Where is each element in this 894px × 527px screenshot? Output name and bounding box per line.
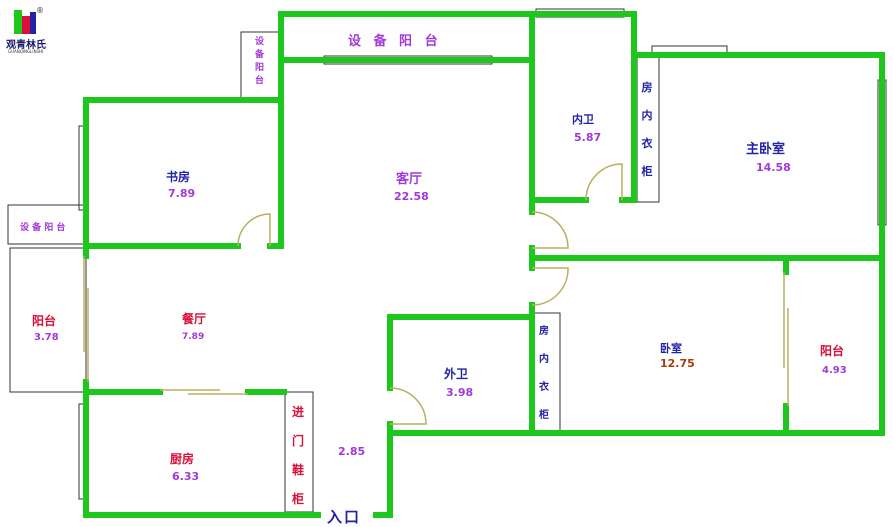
door-master [531,211,569,249]
walls [83,11,885,518]
bedroom-area: 12.75 [660,357,695,370]
dining-area: 7.89 [182,332,205,342]
balcony-left-name: 阳台 [32,314,57,328]
master-name: 主卧室 [746,142,786,157]
shoe-cabinet-name: 进门鞋柜 [291,405,304,506]
equip-balcony-left-name: 设 备 阳 台 [20,223,66,233]
balcony-right-name: 阳台 [820,344,845,358]
door-innerbath [585,163,623,201]
innerbath-name: 内卫 [572,113,594,126]
door-outerbath [389,387,427,425]
bedroom-name: 卧室 [660,342,682,355]
kitchen-name: 厨房 [170,452,195,466]
wardrobe-bed-name: 房内衣柜 [539,326,549,421]
wardrobe-master-name: 房内衣柜 [641,81,653,178]
logo-mark [14,10,36,34]
wall-top-innerbath [529,11,637,58]
master-area: 14.58 [756,161,791,174]
logo-bar-blue [30,12,36,34]
wall-bottom-left [83,389,321,518]
wall-study-top-right [83,97,284,249]
balcony-left-outline [9,247,87,393]
door-study [237,213,271,247]
door-bedroom [531,267,569,306]
kitchen-area: 6.33 [172,470,200,483]
entrance-label: 入口 [327,508,362,526]
logo-bar-red [22,16,30,34]
balcony-right-area: 4.93 [822,365,847,376]
innerbath-area: 5.87 [574,131,602,144]
logo-bar-green [14,10,22,34]
equip-balcony-strip-name: 设备阳台 [255,37,265,86]
balcony-left-area: 3.78 [34,332,59,343]
entry-area: 2.85 [338,445,366,458]
logo-mark-symbol: ® [36,6,44,15]
wall-bottom-right [387,255,885,436]
logo-name: 观青林氏 [6,40,46,51]
dining-name: 餐厅 [182,312,207,326]
study-name: 书房 [166,170,191,184]
logo-subtitle: GUANQINGLINSHI [8,49,44,54]
equip-balcony-top-name: 设 备 阳 台 [348,34,442,49]
living-name: 客厅 [396,172,423,187]
outerbath-area: 3.98 [446,386,474,399]
wall-entry-right [373,430,393,518]
study-area: 7.89 [168,187,196,200]
living-area: 22.58 [394,190,429,203]
wall-master-outer [631,52,885,261]
doors [83,163,789,425]
outerbath-name: 外卫 [444,367,469,381]
